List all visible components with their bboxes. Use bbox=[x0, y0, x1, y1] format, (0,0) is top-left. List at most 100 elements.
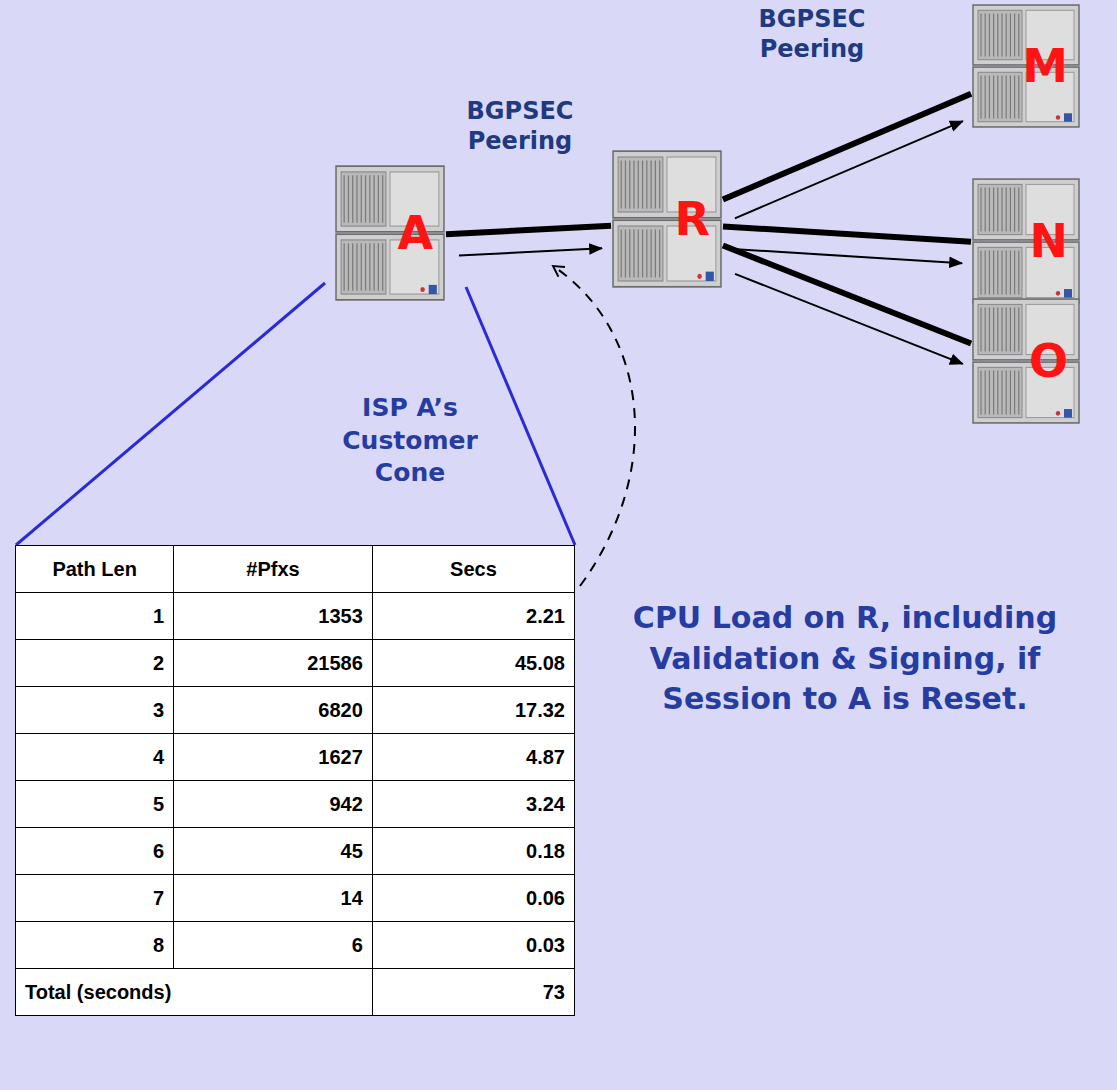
table-cell: 0.18 bbox=[372, 828, 574, 875]
update-arrow bbox=[735, 274, 963, 364]
table-cell: 45.08 bbox=[372, 640, 574, 687]
table-value: 6 bbox=[153, 840, 164, 862]
update-arrow bbox=[459, 248, 602, 255]
table-cell: 6 bbox=[16, 828, 174, 875]
table-cell: 3 bbox=[16, 687, 174, 734]
table-value: 2 bbox=[153, 652, 164, 674]
router-letter: A bbox=[397, 210, 433, 256]
table-value: 45 bbox=[341, 840, 363, 862]
table-header: Secs bbox=[450, 558, 497, 580]
table-value: 2.21 bbox=[526, 605, 565, 627]
table-cell: 5 bbox=[16, 781, 174, 828]
router-box: M bbox=[972, 4, 1080, 128]
table-row: 860.03 bbox=[16, 922, 575, 969]
table-value: 8 bbox=[153, 934, 164, 956]
table-value: 3 bbox=[153, 699, 164, 721]
table-cell: 73 bbox=[372, 969, 574, 1016]
table-cell: #Pfxs bbox=[174, 546, 373, 593]
cone-line bbox=[16, 283, 325, 545]
table-value: 17.32 bbox=[515, 699, 565, 721]
table-cell: 4.87 bbox=[372, 734, 574, 781]
router-box: N bbox=[972, 178, 1080, 304]
table-cell: 17.32 bbox=[372, 687, 574, 734]
table-value: 6820 bbox=[318, 699, 363, 721]
router-box: R bbox=[612, 150, 722, 288]
peering-link bbox=[723, 94, 971, 200]
table-header: Path Len bbox=[52, 558, 136, 580]
dashed-pointer bbox=[553, 266, 635, 586]
router-label-holder: N bbox=[1030, 178, 1069, 304]
table-cell: 6820 bbox=[174, 687, 373, 734]
table-value: 6 bbox=[352, 934, 363, 956]
note-text: CPU Load on R, including Validation & Si… bbox=[625, 598, 1065, 720]
table-cell: 0.03 bbox=[372, 922, 574, 969]
edge-label: BGPSEC Peering bbox=[737, 4, 887, 64]
peering-link bbox=[723, 245, 971, 343]
table-row: 7 14 0.06 bbox=[16, 875, 575, 922]
table-value: 1627 bbox=[318, 746, 363, 768]
table-value: 3.24 bbox=[526, 793, 565, 815]
table-value: 73 bbox=[543, 981, 565, 1003]
table-row: Total (seconds) 73 bbox=[16, 969, 575, 1016]
router-box: O bbox=[972, 298, 1080, 424]
table-cell: 2 bbox=[16, 640, 174, 687]
table-value: 942 bbox=[329, 793, 362, 815]
cone-line bbox=[466, 287, 575, 545]
table-value: 0.18 bbox=[526, 840, 565, 862]
update-arrow bbox=[735, 121, 963, 218]
router-label-holder: A bbox=[397, 165, 433, 301]
table-row: Path Len #Pfxs Secs bbox=[16, 546, 575, 593]
table-row: 5 942 3.24 bbox=[16, 781, 575, 828]
table-value: 7 bbox=[153, 887, 164, 909]
table-cell: 942 bbox=[174, 781, 373, 828]
table-cell: 3.24 bbox=[372, 781, 574, 828]
table-value: 5 bbox=[153, 793, 164, 815]
table-row: 1 1353 2.21 bbox=[16, 593, 575, 640]
table-cell: Secs bbox=[372, 546, 574, 593]
table-cell: 4 bbox=[16, 734, 174, 781]
table-row: 3 6820 17.32 bbox=[16, 687, 575, 734]
table-cell: 8 bbox=[16, 922, 174, 969]
router-box: A bbox=[335, 165, 445, 301]
peering-link bbox=[446, 226, 611, 234]
table-value: 4 bbox=[153, 746, 164, 768]
peering-link bbox=[723, 226, 971, 241]
table-value: 1 bbox=[153, 605, 164, 627]
data-table: Path Len#PfxsSecs113532.2122158645.08368… bbox=[15, 545, 575, 1016]
table-cell: Total (seconds) bbox=[16, 969, 373, 1016]
table-value: 4.87 bbox=[526, 746, 565, 768]
table-cell: 21586 bbox=[174, 640, 373, 687]
table-cell: 1627 bbox=[174, 734, 373, 781]
table-cell: 7 bbox=[16, 875, 174, 922]
table-value: 45.08 bbox=[515, 652, 565, 674]
update-arrow bbox=[736, 249, 962, 263]
table-value: 21586 bbox=[307, 652, 363, 674]
router-label-holder: M bbox=[1022, 4, 1068, 128]
router-letter: O bbox=[1029, 338, 1068, 384]
table-cell: 6 bbox=[174, 922, 373, 969]
table-row: 4 1627 4.87 bbox=[16, 734, 575, 781]
table-value: 0.03 bbox=[526, 934, 565, 956]
router-letter: R bbox=[675, 196, 710, 242]
table-cell: 45 bbox=[174, 828, 373, 875]
table-cell: 1 bbox=[16, 593, 174, 640]
table-cell: 2.21 bbox=[372, 593, 574, 640]
cone-title: ISP A’s Customer Cone bbox=[325, 392, 495, 490]
router-label-holder: R bbox=[675, 150, 710, 288]
router-letter: M bbox=[1022, 43, 1068, 89]
table-row: 2 21586 45.08 bbox=[16, 640, 575, 687]
table-value: 0.06 bbox=[526, 887, 565, 909]
router-letter: N bbox=[1030, 218, 1069, 264]
table-row: 6 45 0.18 bbox=[16, 828, 575, 875]
table-cell: 1353 bbox=[174, 593, 373, 640]
table-header: #Pfxs bbox=[246, 558, 299, 580]
table-cell: 0.06 bbox=[372, 875, 574, 922]
table-value: Total (seconds) bbox=[25, 981, 171, 1003]
table-value: 14 bbox=[341, 887, 363, 909]
table-value: 1353 bbox=[318, 605, 363, 627]
router-label-holder: O bbox=[1029, 298, 1068, 424]
edge-label: BGPSEC Peering bbox=[445, 96, 595, 156]
table-cell: 14 bbox=[174, 875, 373, 922]
table-cell: Path Len bbox=[16, 546, 174, 593]
